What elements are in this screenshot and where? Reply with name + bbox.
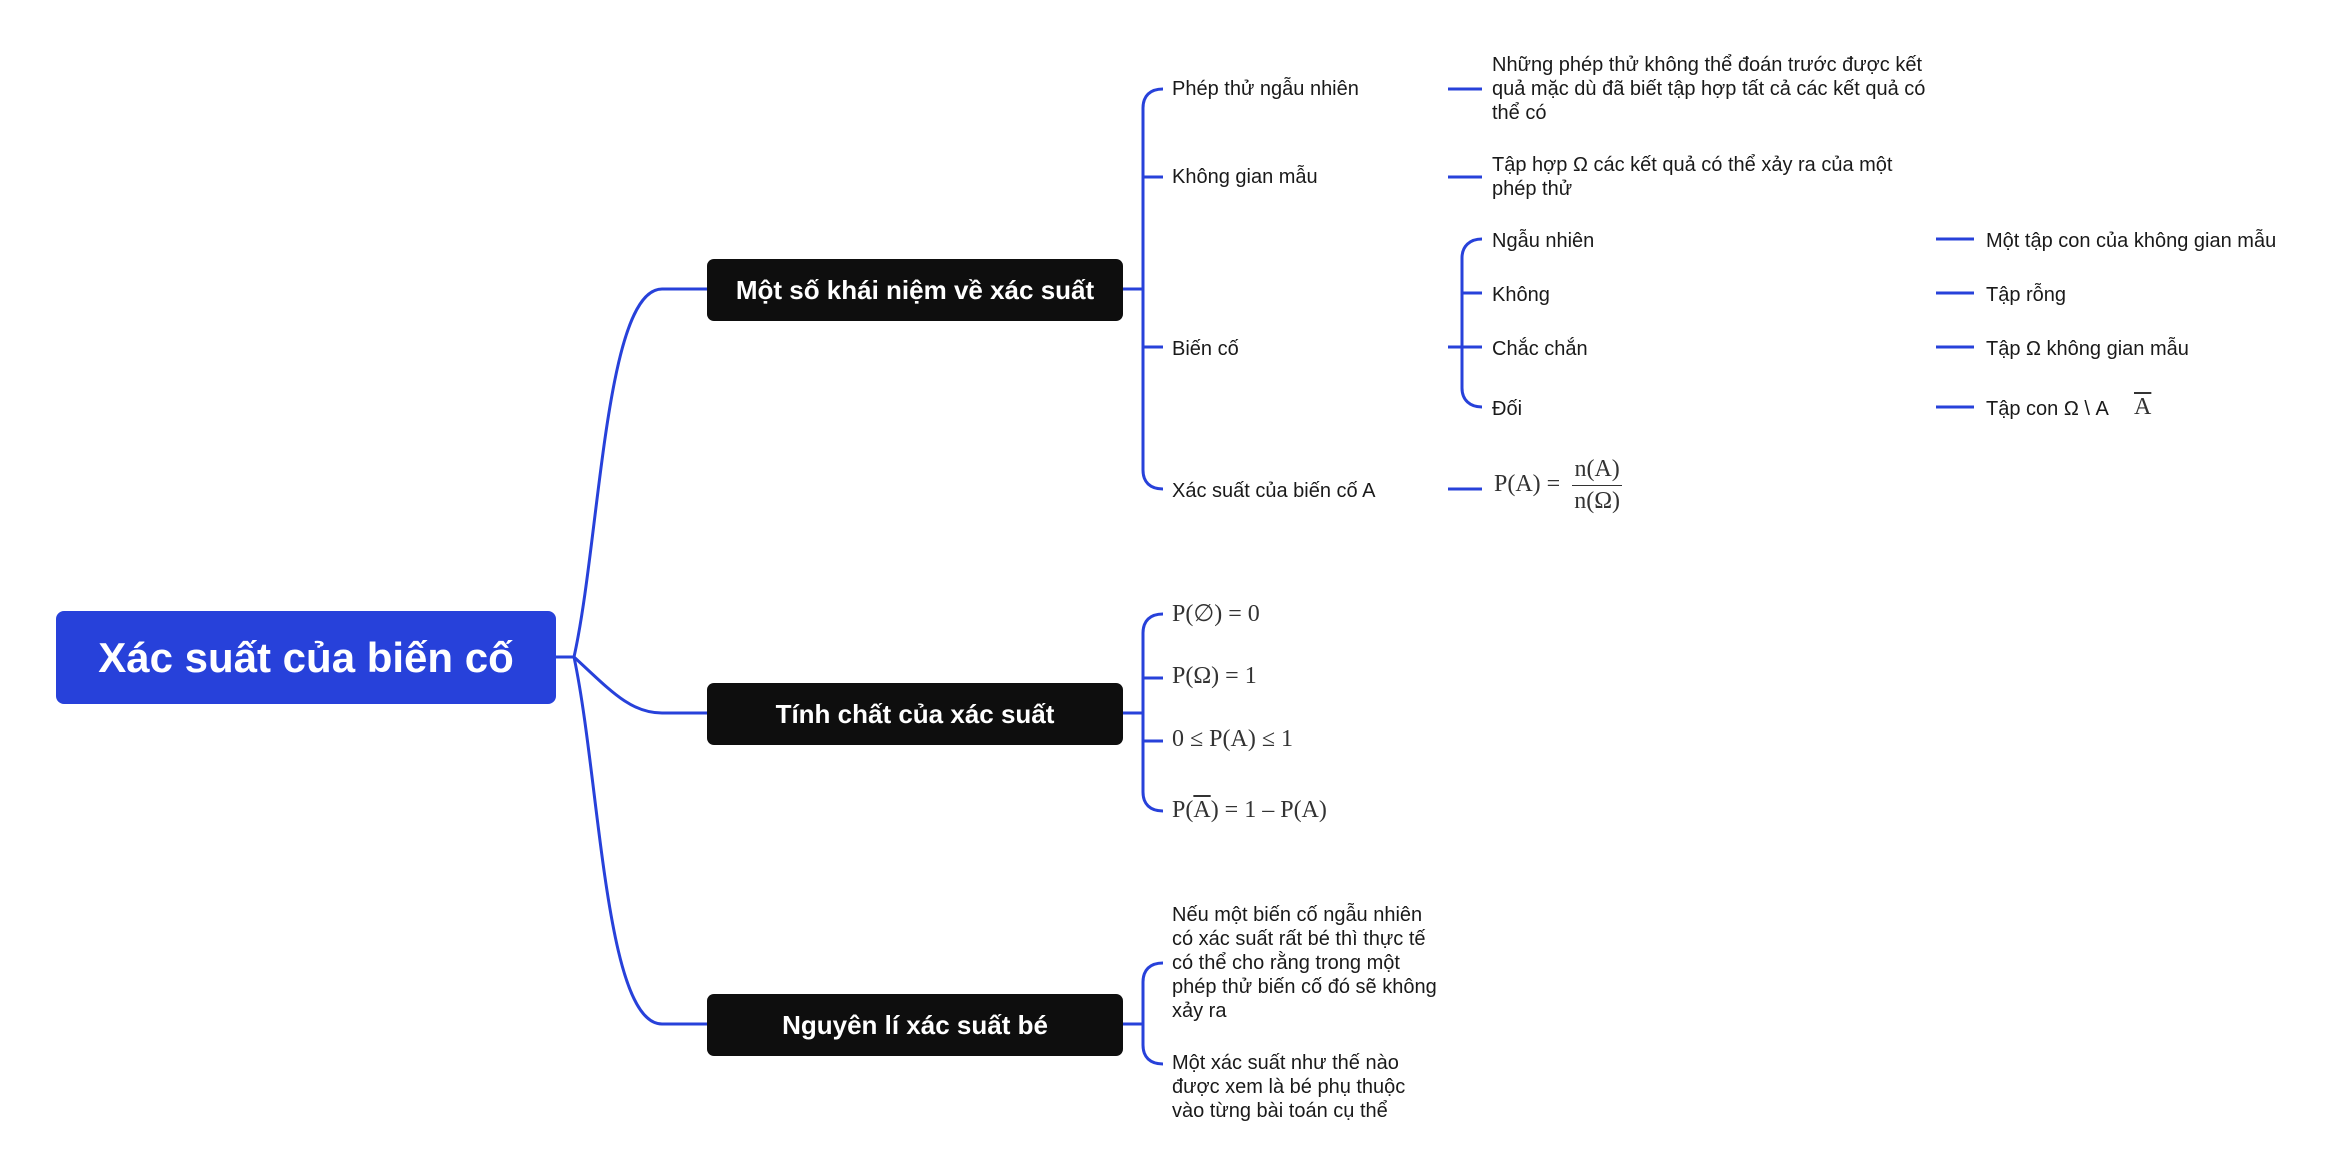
event-impossible[interactable]: Không [1492,284,1550,306]
link-root-branch-3 [572,656,707,1026]
concept-sample-space-detail: Tập hợp Ω các kết quả có thể xảy ra của … [1492,154,1893,200]
link-root-branch-2 [556,655,707,715]
link-branch1-bracket [1141,87,1164,491]
link-root-branch-1 [556,287,707,659]
link-branch2-bracket [1141,612,1164,813]
event-certain[interactable]: Chắc chắn [1492,338,1588,360]
concept-random-trial-detail: Những phép thử không thể đoán trước được… [1492,54,1926,124]
event-complement[interactable]: Đối [1492,398,1523,420]
concept-sample-space[interactable]: Không gian mẫu [1172,166,1318,188]
concept-event[interactable]: Biến cố [1172,338,1239,360]
link-event-bracket [1460,237,1483,409]
concept-probability[interactable]: Xác suất của biến cố A [1172,480,1376,502]
branch-small-probability[interactable]: Nguyên lí xác suất bé [707,994,1123,1056]
property-complement: P(A) = 1 – P(A) [1172,797,1327,823]
branch-small-probability-label: Nguyên lí xác suất bé [782,1009,1048,1040]
principle-note: Một xác suất như thế nào được xem là bé … [1172,1052,1406,1122]
event-random-detail: Một tập con của không gian mẫu [1986,230,2277,252]
probability-formula-den: n(Ω) [1574,488,1621,514]
event-random[interactable]: Ngẫu nhiên [1492,230,1595,252]
probability-formula: P(A) = n(A) n(Ω) [1494,456,1622,515]
root-title: Xác suất của biến cố [98,633,514,681]
concept-random-trial[interactable]: Phép thử ngẫu nhiên [1172,78,1359,100]
branch-properties[interactable]: Tính chất của xác suất [707,683,1123,745]
probability-formula-num: n(A) [1572,456,1622,486]
branch-properties-label: Tính chất của xác suất [775,698,1055,729]
event-complement-detail: Tập con Ω \ A [1986,398,2109,420]
branch-concepts-label: Một số khái niệm về xác suất [735,274,1095,305]
event-impossible-detail: Tập rỗng [1986,284,2067,306]
event-certain-detail: Tập Ω không gian mẫu [1986,338,2189,360]
branch-concepts[interactable]: Một số khái niệm về xác suất [707,259,1123,321]
probability-formula-lhs: P(A) = [1494,471,1561,498]
property-bounds: 0 ≤ P(A) ≤ 1 [1172,726,1294,752]
principle-statement: Nếu một biến cố ngẫu nhiên có xác suất r… [1172,904,1437,1022]
root-node[interactable]: Xác suất của biến cố [56,611,556,704]
link-branch3-bracket [1141,961,1164,1066]
property-empty: P(∅) = 0 [1172,601,1260,627]
complement-symbol: A [2134,394,2152,420]
property-omega: P(Ω) = 1 [1172,663,1257,689]
